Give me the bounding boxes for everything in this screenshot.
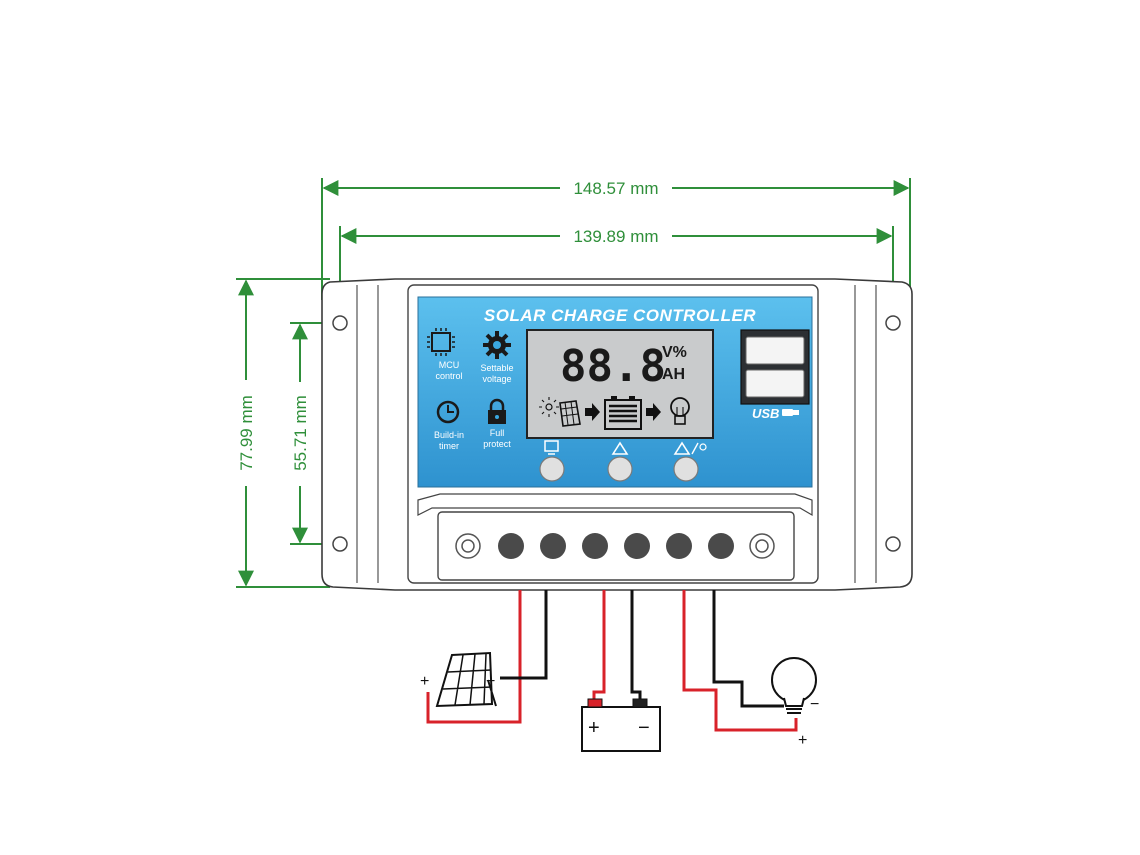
terminal-screw-right [749, 533, 775, 559]
gear-icon [483, 331, 511, 359]
solar-minus-sign: − [486, 673, 495, 690]
battery-icon [581, 698, 661, 752]
svg-text:control: control [435, 371, 462, 381]
battery-minus-sign: − [638, 717, 650, 739]
lcd-unit-top: V% [662, 344, 687, 361]
usb-port[interactable] [745, 336, 805, 365]
lcd-display: 88.8 V% AH [526, 329, 714, 439]
feature-full-protect: Full protect [483, 398, 511, 449]
feature-settable-voltage: Settable voltage [480, 331, 514, 384]
warning-icon [611, 441, 629, 455]
hole-height-label: 55.71 mm [291, 395, 310, 471]
screen-icon [544, 440, 559, 452]
button-up[interactable] [673, 441, 707, 482]
overall-width-label: 148.57 mm [573, 179, 658, 198]
terminal-solar-plus[interactable] [498, 533, 524, 559]
lcd-arrow-icon [646, 403, 661, 421]
usb-plug-icon [782, 409, 799, 416]
solar-panel-icon [435, 651, 497, 708]
svg-text:protect: protect [483, 439, 511, 449]
svg-text:Build-in: Build-in [434, 430, 464, 440]
lcd-arrow-icon [585, 403, 600, 421]
svg-text:voltage: voltage [482, 374, 511, 384]
overall-height-label: 77.99 mm [237, 395, 256, 471]
lcd-bulb-icon [670, 397, 690, 425]
clock-icon [436, 400, 460, 424]
lcd-solar-icon [539, 397, 581, 427]
usb-label: USB [752, 406, 779, 421]
wire-battery-minus [630, 590, 642, 700]
button-down[interactable] [607, 441, 633, 482]
warning-icon [673, 441, 691, 455]
wiring [426, 590, 798, 732]
lcd-unit-bottom: AH [662, 366, 685, 383]
usb-ports: USB [740, 329, 810, 421]
terminal-battery-plus[interactable] [582, 533, 608, 559]
load-plus-sign: + [798, 732, 807, 749]
wire-solar-minus [500, 590, 548, 680]
hole-width-label: 139.89 mm [573, 227, 658, 246]
terminal-load-plus[interactable] [666, 533, 692, 559]
terminal-load-minus[interactable] [708, 533, 734, 559]
usb-port[interactable] [745, 369, 805, 398]
feature-build-in-timer: Build-in timer [434, 400, 464, 451]
svg-text:Settable: Settable [480, 363, 513, 373]
wire-load-plus [682, 590, 798, 732]
svg-text:MCU: MCU [439, 360, 460, 370]
front-panel: SOLAR CHARGE CONTROLLER MCU control Sett… [417, 296, 813, 488]
wire-solar-plus [426, 590, 522, 724]
button-menu[interactable] [539, 440, 565, 482]
bulb-small-icon [699, 443, 707, 451]
lcd-digits: 88.8 [560, 341, 666, 392]
mounting-hole [885, 315, 901, 331]
battery-plus-sign: + [588, 717, 600, 739]
solar-plus-sign: + [420, 673, 429, 690]
dimension-overall-width: 148.57 mm [321, 178, 911, 300]
dimension-hole-width: 139.89 mm [339, 226, 894, 320]
dimension-overall-height: 77.99 mm [236, 278, 330, 588]
terminal-block [417, 493, 813, 581]
load-minus-sign: − [810, 696, 819, 713]
svg-text:Full: Full [490, 428, 505, 438]
terminal-solar-minus[interactable] [540, 533, 566, 559]
mounting-hole [332, 536, 348, 552]
wire-battery-plus [592, 590, 606, 700]
mounting-hole [885, 536, 901, 552]
lock-icon [488, 398, 506, 424]
svg-text:timer: timer [439, 441, 459, 451]
bulb-icon [771, 657, 817, 714]
panel-title: SOLAR CHARGE CONTROLLER [484, 306, 756, 325]
mounting-hole [332, 315, 348, 331]
chip-icon [431, 332, 451, 352]
terminal-battery-minus[interactable] [624, 533, 650, 559]
lcd-battery-icon [604, 396, 642, 430]
wire-load-minus [712, 590, 784, 708]
feature-mcu-control: MCU control [427, 328, 463, 381]
terminal-screw-left [455, 533, 481, 559]
